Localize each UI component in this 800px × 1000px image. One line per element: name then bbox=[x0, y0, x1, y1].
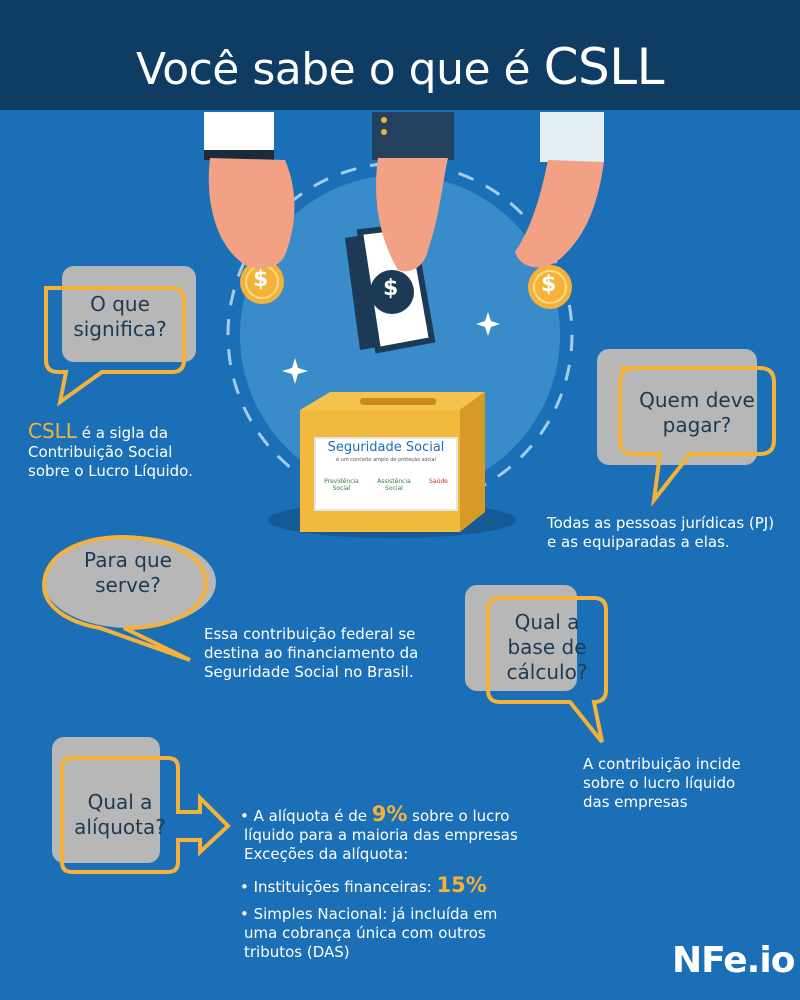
question-quem-deve-pagar: Quem deve pagar? bbox=[639, 388, 755, 437]
hand-right bbox=[515, 112, 604, 268]
panel-item-previdencia: Previdência Social bbox=[324, 478, 359, 492]
question-para-que-serve: Para que serve? bbox=[84, 548, 172, 597]
seguridade-panel-content: Seguridade Social é um conceito amplo de… bbox=[315, 440, 457, 492]
bill-circle bbox=[370, 270, 414, 314]
bubble-q2 bbox=[597, 349, 776, 507]
answer-o-que-significa: CSLL é a sigla da Contribuição Social so… bbox=[28, 419, 193, 480]
bullet-aliquota: • A alíquota é de 9% sobre o lucro bbox=[240, 802, 510, 826]
answer-quem-deve-pagar: Todas as pessoas jurídicas (PJ) e as equ… bbox=[547, 514, 775, 551]
coin-left-symbol: $ bbox=[253, 267, 269, 292]
hand-center bbox=[372, 112, 454, 272]
coin-right bbox=[528, 265, 572, 309]
sparkle-icon bbox=[282, 358, 308, 384]
highlight-csll: CSLL bbox=[28, 419, 77, 443]
donation-box bbox=[300, 392, 485, 532]
answer-qual-a-aliquota: • A alíquota é de 9% sobre o lucro líqui… bbox=[240, 802, 540, 962]
question-o-que-significa: O que significa? bbox=[73, 292, 167, 341]
panel-item-assistencia: Assistência Social bbox=[377, 478, 411, 492]
bullet-instituicoes: • Instituições financeiras: 15% bbox=[240, 873, 487, 897]
answer-base-de-calculo: A contribuição incide sobre o lucro líqu… bbox=[583, 755, 741, 811]
pct-15: 15% bbox=[436, 873, 487, 897]
question-qual-a-aliquota: Qual a alíquota? bbox=[74, 790, 166, 839]
sparkle-icon bbox=[476, 312, 500, 336]
bubble-q5 bbox=[52, 737, 231, 874]
hand-left bbox=[204, 112, 295, 269]
nfe-logo: NFe.io bbox=[672, 940, 795, 981]
answer-para-que-serve: Essa contribuição federal se destina ao … bbox=[204, 625, 419, 681]
header-banner: Você sabe o que é CSLL bbox=[0, 0, 800, 110]
box-slot bbox=[360, 398, 436, 405]
page-title: Você sabe o que é CSLL bbox=[0, 38, 800, 96]
question-base-de-calculo: Qual a base de cálculo? bbox=[506, 610, 588, 684]
title-prefix: Você sabe o que é bbox=[136, 44, 531, 95]
bullet-simples: • Simples Nacional: já incluída em bbox=[240, 905, 498, 923]
coin-right-symbol: $ bbox=[541, 272, 557, 297]
panel-item-saude: Saúde bbox=[429, 478, 448, 485]
bubble-q3 bbox=[41, 534, 216, 662]
watch-band bbox=[204, 150, 274, 160]
panel-items: Previdência Social Assistência Social Sa… bbox=[315, 478, 457, 492]
bubble-q4 bbox=[465, 585, 608, 744]
bill-symbol: $ bbox=[383, 276, 399, 301]
seguridade-panel bbox=[314, 437, 458, 511]
title-strong: CSLL bbox=[543, 38, 665, 96]
pct-9: 9% bbox=[371, 802, 408, 826]
bubble-q1 bbox=[44, 266, 196, 407]
panel-title: Seguridade Social bbox=[327, 440, 445, 455]
panel-subtitle: é um conceito amplo de proteção social bbox=[335, 457, 436, 463]
